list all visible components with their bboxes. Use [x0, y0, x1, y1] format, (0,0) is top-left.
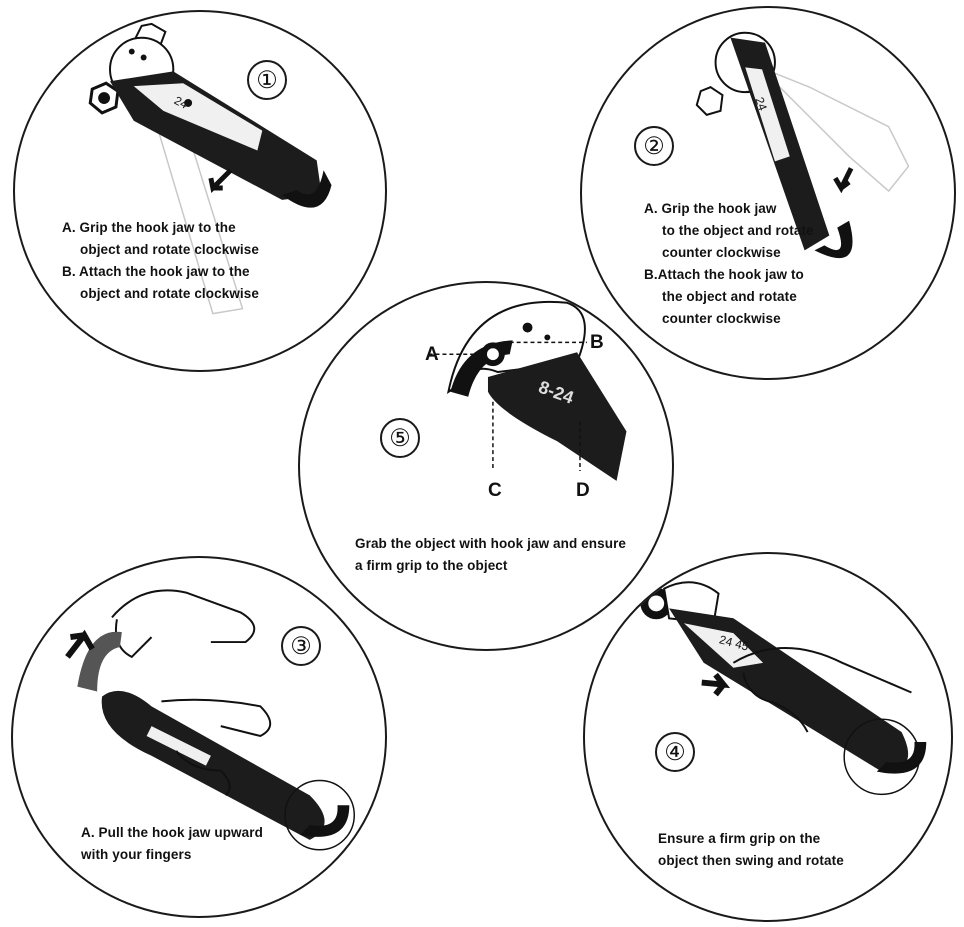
wrench-rotate-clockwise-illustration: 24 — [88, 22, 332, 315]
hand-pull-hook-illustration — [65, 589, 356, 851]
step-number: ④ — [655, 732, 695, 772]
step-4-panel: 24 45 ④ Ensure a firm grip on the object… — [583, 552, 953, 922]
hand-icon — [111, 589, 256, 644]
caption-line: a firm grip to the object — [355, 558, 508, 573]
label-a: A — [425, 344, 439, 365]
step-number: ② — [634, 126, 674, 166]
step-3-panel: ③ A. Pull the hook jaw upward with your … — [11, 556, 387, 918]
step-5-panel: 8-24 A B C D ⑤ Grab the object with hook… — [298, 281, 674, 651]
caption-line: the object and rotate — [662, 289, 797, 304]
wrench-rotate-counterclockwise-illustration: 24 — [695, 31, 910, 259]
arrow-icon — [701, 672, 731, 697]
hand-swing-rotate-illustration: 24 45 — [640, 581, 927, 796]
step-number: ③ — [281, 626, 321, 666]
caption-line: with your fingers — [81, 847, 192, 862]
caption-line: to the object and rotate — [662, 223, 814, 238]
label-d: D — [576, 480, 590, 501]
caption-line: object and rotate clockwise — [80, 242, 260, 257]
step-4-caption: Ensure a firm grip on the object then sw… — [658, 828, 844, 872]
hook-jaw-grip-illustration: 8-24 — [428, 300, 627, 481]
arrow-icon — [833, 167, 854, 194]
step-5-caption: Grab the object with hook jaw and ensure… — [355, 533, 626, 577]
caption-line: Grab the object with hook jaw and ensure — [355, 536, 627, 551]
caption-line: counter clockwise — [662, 311, 781, 326]
caption-line: A. Pull the hook jaw upward — [81, 825, 263, 840]
hex-bolt-icon — [695, 86, 724, 116]
label-c: C — [488, 480, 502, 501]
step-number: ⑤ — [380, 418, 420, 458]
caption-line: object and rotate clockwise — [80, 286, 260, 301]
arrow-icon — [208, 168, 233, 194]
label-b: B — [590, 332, 604, 353]
step-1-caption: A. Grip the hook jaw to the object and r… — [62, 217, 259, 305]
caption-line: object then swing and rotate — [658, 853, 844, 868]
caption-line: A. Grip the hook jaw — [644, 201, 777, 216]
step-2-panel: 24 ② A. Grip the hook jaw to the object … — [580, 6, 956, 380]
step-2-caption: A. Grip the hook jaw to the object and r… — [644, 198, 814, 330]
caption-line: counter clockwise — [662, 245, 781, 260]
hand-icon — [732, 647, 912, 694]
step-3-caption: A. Pull the hook jaw upward with your fi… — [81, 822, 263, 866]
svg-text:24: 24 — [172, 93, 191, 112]
caption-line: Ensure a firm grip on the — [658, 831, 821, 846]
arrow-icon — [65, 629, 95, 659]
caption-line: A. Grip the hook jaw to the — [62, 220, 236, 235]
step-1-panel: 24 ① A. Grip the hook jaw to the object … — [13, 10, 387, 372]
caption-line: B.Attach the hook jaw to — [644, 267, 804, 282]
step-number: ① — [247, 60, 287, 100]
hex-bolt-icon — [648, 595, 665, 612]
svg-text:24: 24 — [752, 95, 770, 113]
caption-line: B. Attach the hook jaw to the — [62, 264, 250, 279]
